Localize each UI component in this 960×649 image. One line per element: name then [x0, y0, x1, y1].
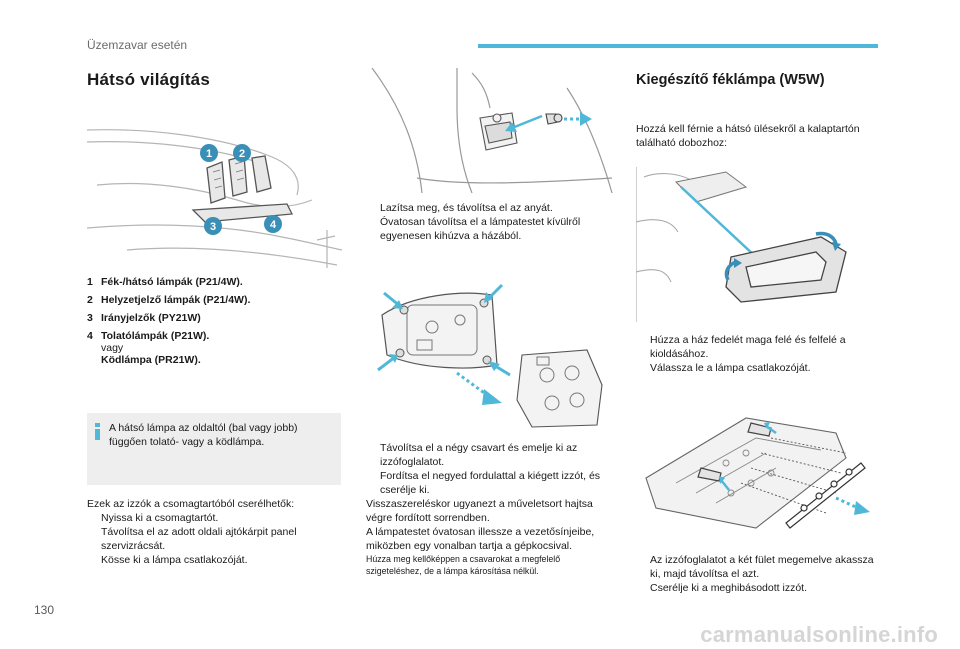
lamp-housing-illustration [362, 275, 617, 435]
callout-3: 3 [210, 221, 216, 233]
bulb-list: 1 Fék-/hátsó lámpák (P21/4W). 2 Helyzetj… [87, 276, 337, 372]
left-intro: Ezek az izzók a csomagtartóból cserélhet… [87, 498, 295, 510]
watermark: carmanualsonline.info [700, 622, 938, 647]
section-title-extra-brake-lamp: Kiegészítő féklámpa (W5W) [636, 72, 825, 88]
info-icon [94, 423, 101, 441]
bulb-item: 3 Irányjelzők (PY21W) [87, 312, 201, 324]
header-rule [478, 44, 878, 48]
step-item: Húzza a ház fedelét maga felé és felfelé… [650, 334, 846, 360]
left-instructions: Ezek az izzók a csomagtartóból cserélhet… [87, 497, 341, 567]
step-item: Fordítsa el negyed fordulattal a kiégett… [380, 470, 601, 496]
step-item: Cserélje ki a meghibásodott izzót. [650, 582, 807, 594]
step-item: Óvatosan távolítsa el a lámpatestet kívü… [380, 216, 581, 242]
bulb-item: 4 Tolatólámpák (P21W). vagy Ködlámpa (PR… [87, 330, 210, 366]
step-item: Lazítsa meg, és távolítsa el az anyát. [380, 202, 553, 214]
care-text: A lámpatestet óvatosan illessze a vezető… [366, 526, 595, 552]
callout-4: 4 [270, 219, 277, 231]
step-item: Nyissa ki a csomagtartót. [101, 512, 219, 524]
step-item: Kösse ki a lámpa csatlakozóját. [101, 554, 248, 566]
callout-2: 2 [239, 148, 245, 160]
right-instructions-b: Az izzófoglalatot a két fület megemelve … [636, 553, 876, 595]
step-item: Távolítsa el a négy csavart és emelje ki… [380, 442, 578, 468]
bulb-item: 2 Helyzetjelző lámpák (P21/4W). [87, 294, 251, 306]
info-text: A hátsó lámpa az oldaltól (bal vagy jobb… [109, 422, 298, 448]
middle-instructions-a: Lazítsa meg, és távolítsa el az anyát. Ó… [366, 201, 616, 243]
reassembly-text: Visszaszereléskor ugyanezt a műveletsort… [366, 498, 593, 524]
page-title: Hátsó világítás [87, 70, 210, 89]
section-label: Üzemzavar esetén [87, 38, 188, 52]
step-item: Távolítsa el az adott oldali ajtókárpit … [101, 526, 297, 552]
page-number: 130 [34, 603, 55, 617]
callout-1: 1 [206, 148, 212, 160]
nut-removal-illustration [362, 68, 617, 193]
step-item: Válassza le a lámpa csatlakozóját. [650, 362, 811, 374]
middle-instructions-b: Távolítsa el a négy csavart és emelje ki… [366, 441, 616, 577]
step-item: Az izzófoglalatot a két fület megemelve … [650, 554, 874, 580]
right-instructions-a: Húzza a ház fedelét maga felé és felfelé… [636, 333, 876, 375]
tightening-note: Húzza meg kellőképpen a csavarokat a meg… [366, 554, 561, 576]
bulb-item: 1 Fék-/hátsó lámpák (P21/4W). [87, 276, 243, 288]
info-box: A hátsó lámpa az oldaltól (bal vagy jobb… [87, 413, 341, 485]
third-brake-lamp-illustration [636, 162, 876, 322]
rear-light-illustration: 1 2 3 4 [87, 100, 342, 268]
bulb-holder-illustration [636, 398, 876, 543]
right-intro: Hozzá kell férnie a hátsó ülésekről a ka… [636, 123, 860, 149]
